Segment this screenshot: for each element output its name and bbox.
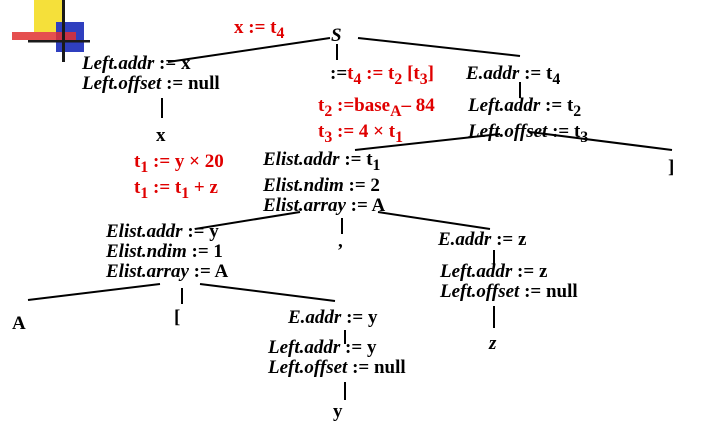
deco-vertical-line bbox=[62, 0, 65, 62]
edge-s-e bbox=[357, 37, 521, 57]
left-arr-addr: Left.addr := t2 bbox=[468, 95, 582, 120]
code-left-line2: t1 := t1 + z bbox=[134, 176, 218, 202]
leaf-y: y bbox=[333, 401, 343, 422]
elist-top-array: Elist.array := A bbox=[263, 194, 386, 216]
code-mid-line1: t2 :=baseA– 84 bbox=[318, 95, 435, 120]
deco-red-bar bbox=[12, 32, 76, 40]
edge-leftarr-bracket bbox=[529, 131, 673, 151]
code-mid-line2: t3 := 4 × t1 bbox=[318, 120, 403, 146]
edge-elist-ez bbox=[377, 211, 491, 230]
elist-top-node: Elist.addr := t1 Elist.ndim := 2 Elist.a… bbox=[263, 150, 385, 216]
deco-horizontal-line bbox=[28, 40, 90, 43]
leaf-right-bracket: ] bbox=[668, 157, 675, 178]
left-arr-offset: Left.offset := t3 bbox=[468, 120, 589, 146]
e-root-node: E.addr := t4 bbox=[466, 63, 561, 88]
left-stmt-offset: Left.offset := null bbox=[82, 73, 220, 94]
left-arr-node: Left.addr := t2 Left.offset := t3 bbox=[468, 96, 588, 148]
root-node: S bbox=[331, 25, 342, 46]
leaf-a: A bbox=[12, 313, 26, 334]
root-code: x := t4 bbox=[234, 17, 285, 42]
code-left: t1 := y × 20 t1 := t1 + z bbox=[134, 152, 224, 204]
left-y-node: Left.addr := y Left.offset := null bbox=[268, 338, 406, 378]
edge-elistlow-a bbox=[27, 283, 161, 301]
left-z-addr: Left.addr := z bbox=[440, 261, 548, 282]
assign-node: :=t4 := t2 [t3] bbox=[330, 63, 434, 88]
e-y-node: E.addr := y bbox=[288, 307, 378, 328]
leaf-x: x bbox=[156, 125, 166, 146]
e-z-node: E.addr := z bbox=[438, 229, 527, 250]
edge-elistlow-ey bbox=[199, 283, 336, 302]
elist-top-ndim: Elist.ndim := 2 bbox=[263, 174, 380, 196]
elist-top-addr: Elist.addr := t1 bbox=[263, 149, 381, 174]
leaf-z: z bbox=[489, 333, 497, 354]
leaf-left-bracket: [ bbox=[174, 307, 181, 328]
elist-low-ndim: Elist.ndim := 1 bbox=[106, 241, 223, 262]
edge-elist-elistlow bbox=[194, 211, 301, 230]
leaf-comma: , bbox=[338, 231, 343, 252]
elist-low-array: Elist.array := A bbox=[106, 261, 229, 282]
left-stmt-node: Left.addr := x Left.offset := null bbox=[82, 54, 220, 94]
left-z-offset: Left.offset := null bbox=[440, 281, 578, 302]
code-mid: t2 :=baseA– 84 t3 := 4 × t1 bbox=[318, 96, 435, 148]
left-z-node: Left.addr := z Left.offset := null bbox=[440, 262, 578, 302]
left-y-offset: Left.offset := null bbox=[268, 357, 406, 378]
corner-decoration bbox=[12, 0, 90, 62]
left-stmt-addr: Left.addr := x bbox=[82, 53, 191, 74]
code-left-line1: t1 := y × 20 bbox=[134, 151, 224, 176]
edge-leftarr-elist bbox=[354, 133, 501, 151]
elist-low-addr: Elist.addr := y bbox=[106, 221, 219, 242]
edge-s-left bbox=[167, 37, 331, 63]
elist-low-node: Elist.addr := y Elist.ndim := 1 Elist.ar… bbox=[106, 222, 228, 282]
left-y-addr: Left.addr := y bbox=[268, 337, 377, 358]
